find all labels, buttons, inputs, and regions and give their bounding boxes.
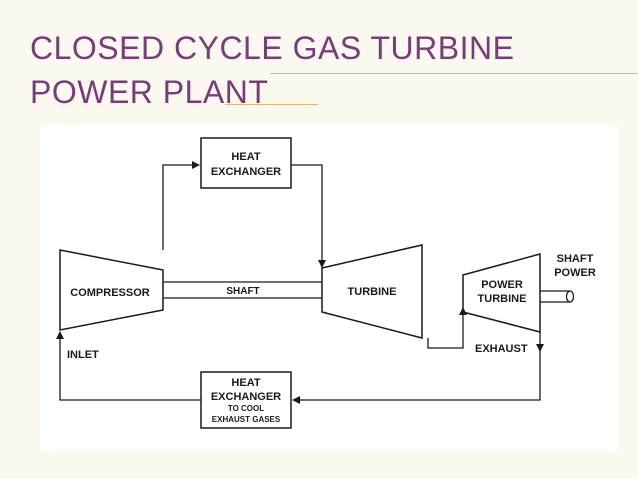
compressor-shape [59,249,164,331]
compressor-label: COMPRESSOR [70,287,150,299]
exhaust-arrow [536,344,544,352]
heat-exchanger-bottom-label-2: EXCHANGER [211,391,281,403]
title-underline [270,73,638,74]
shaft-power-label-2: POWER [554,267,596,279]
flow-exhaust [292,332,541,404]
flow-hx-to-turbine [291,164,326,268]
inlet-label: INLET [67,349,99,361]
turbine-shape [321,244,423,339]
flow-compressor-to-hx [162,161,200,250]
heat-exchanger-bottom-label-1: HEAT [231,377,260,389]
power-turbine-label-1: POWER [481,279,523,291]
power-turbine-label-2: TURBINE [478,293,527,305]
slide-title: CLOSED CYCLE GAS TURBINE POWER PLANT [30,26,550,114]
output-shaft-end [565,290,575,303]
turbine-label: TURBINE [348,286,397,298]
to-cool-label-1: TO COOL [228,404,264,413]
exhaust-label: EXHAUST [475,343,528,355]
heat-exchanger-top-label-2: EXCHANGER [211,166,281,178]
flow-inlet [56,331,201,401]
heat-exchanger-top-label-1: HEAT [231,151,260,163]
to-cool-label-2: EXHAUST GASES [212,415,281,424]
title-line-1: CLOSED CYCLE GAS TURBINE [30,30,515,66]
flow-turbine-to-power-turbine [427,307,467,349]
heat-exchanger-top-box [200,137,292,189]
title-underline-short [225,104,318,105]
shaft-label: SHAFT [226,286,259,297]
shaft-power-label-1: SHAFT [557,253,594,265]
